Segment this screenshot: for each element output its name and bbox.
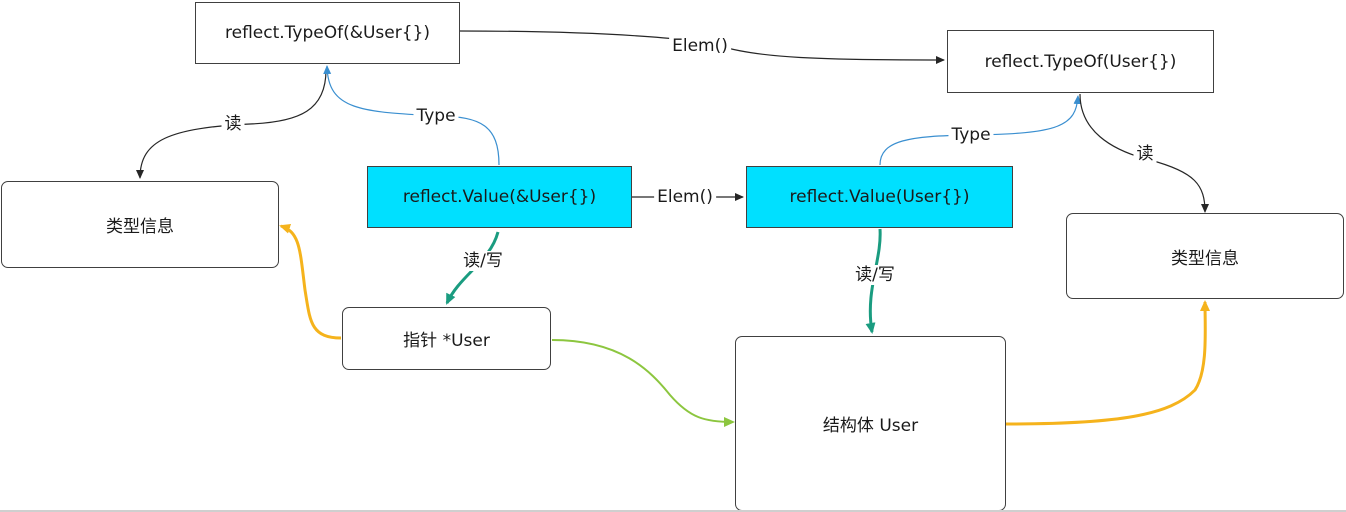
edge-label-type-left: Type [413, 106, 459, 126]
node-typeof-pointer-label: reflect.TypeOf(&User{}) [225, 23, 430, 43]
node-value-struct: reflect.Value(User{}) [746, 166, 1013, 228]
edge-pointer-to-typeinfo [279, 223, 342, 340]
edge-label-elem-top: Elem() [669, 36, 731, 56]
edge-label-readwrite-right: 读/写 [852, 265, 898, 285]
node-pointer-user: 指针 *User [342, 307, 551, 370]
edge-label-read-left: 读 [221, 114, 245, 134]
node-type-info-left: 类型信息 [1, 181, 279, 268]
edge-pointer-to-struct [551, 339, 735, 427]
node-typeof-struct: reflect.TypeOf(User{}) [947, 30, 1214, 93]
node-struct-user-label: 结构体 User [822, 416, 919, 436]
edge-read-left [136, 69, 327, 179]
edge-label-type-right: Type [948, 125, 994, 145]
edge-struct-to-typeinfo [1005, 300, 1211, 426]
node-value-struct-label: reflect.Value(User{}) [789, 187, 970, 207]
node-type-info-right-label: 类型信息 [1171, 248, 1239, 269]
node-value-pointer: reflect.Value(&User{}) [367, 166, 632, 228]
edge-label-readwrite-left: 读/写 [460, 251, 506, 271]
node-type-info-left-label: 类型信息 [106, 217, 174, 237]
edge-label-elem-middle: Elem() [654, 187, 716, 207]
node-typeof-pointer: reflect.TypeOf(&User{}) [195, 2, 460, 64]
node-value-pointer-label: reflect.Value(&User{}) [402, 187, 597, 207]
edge-label-read-right: 读 [1133, 144, 1157, 164]
node-type-info-right: 类型信息 [1066, 213, 1344, 299]
bottom-border-line [0, 510, 1346, 512]
node-struct-user: 结构体 User [735, 336, 1006, 511]
node-typeof-struct-label: reflect.TypeOf(User{}) [984, 51, 1177, 72]
node-pointer-user-label: 指针 *User [403, 331, 490, 351]
